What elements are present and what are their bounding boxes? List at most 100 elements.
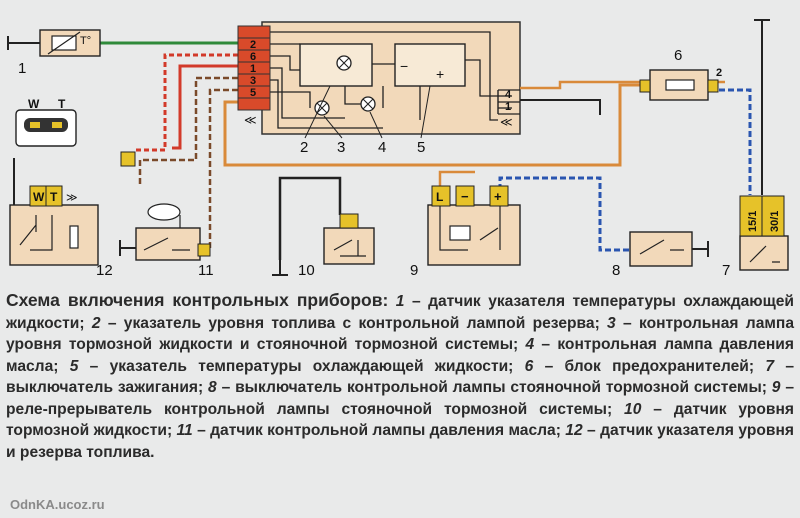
number-2: 2: [300, 139, 308, 156]
number-11: 11: [198, 262, 214, 279]
parking-brake-switch-8: [629, 231, 709, 267]
oil-lamp-4: [360, 96, 376, 112]
number-10: 10: [298, 262, 315, 279]
cluster-connector-left: 2 6 1 3 5: [237, 25, 271, 111]
component-numbers: 1 2 3 4 5 6 7 8 9 10 11 12: [18, 47, 730, 279]
number-6: 6: [674, 47, 682, 64]
caption-num: 3: [607, 314, 616, 332]
fuel-sensor-pin-t: T: [50, 190, 58, 204]
caption-text: – выключатель контрольной лампы стояночн…: [216, 379, 772, 396]
wire-blue-2: [498, 176, 630, 252]
number-3: 3: [337, 139, 345, 156]
gauge-2-frame: [299, 43, 373, 87]
oil-pressure-sensor-11: [119, 203, 211, 261]
caption-num: 9: [771, 379, 781, 396]
wire-blue-1: [710, 88, 752, 195]
wire-black-1: [520, 99, 601, 115]
relay-pin-l: L: [436, 190, 443, 204]
caption-num: 12: [565, 422, 583, 439]
number-12: 12: [96, 262, 113, 279]
fuel-gauge-lamp: [336, 55, 352, 71]
ignition-pin-15-1: 15/1: [747, 211, 759, 232]
number-8: 8: [612, 262, 620, 279]
caption-num: 8: [208, 379, 217, 396]
relay-pin-minus: −: [461, 189, 469, 204]
wire-brown-1: [138, 76, 238, 185]
caption-item-7: 7 – выключатель зажигания;: [6, 358, 794, 397]
caption-item-4: 4 – контрольная лампа давления масла;: [6, 336, 794, 375]
caption-item-3: 3 – контрольная лампа уровня тормозной ж…: [6, 315, 794, 354]
relay-interrupter-9: L − +: [427, 185, 521, 266]
caption-text: – датчик указателя уровня и резерва топл…: [6, 422, 794, 461]
caption-num: 6: [524, 357, 534, 375]
number-1: 1: [18, 60, 26, 77]
number-5: 5: [417, 139, 425, 156]
wire-red-1: [135, 53, 238, 152]
caption-text: – датчик контрольной лампы давления масл…: [192, 422, 566, 439]
caption-item-11: 11 – датчик контрольной лампы давления м…: [177, 422, 566, 439]
caption-num: 1: [395, 293, 405, 310]
caption-num: 7: [765, 357, 775, 375]
wire-orange-3: [438, 170, 475, 190]
caption-item-10: 10 – датчик уровня тормозной жидкости;: [6, 401, 794, 440]
caption-text: – указатель уровня топлива с контрольной…: [100, 314, 608, 332]
pin-label: 6: [250, 51, 256, 63]
coolant-temp-sensor-1: T°: [7, 29, 101, 57]
caption-item-1: 1 – датчик указателя температуры охлажда…: [6, 293, 794, 332]
watermark: OdnKA.ucoz.ru: [10, 497, 105, 512]
caption-text: – выключатель зажигания;: [6, 357, 794, 397]
caption-item-5: 5 – указатель температуры охлаждающей жи…: [70, 358, 525, 375]
wire-brown-2: [200, 88, 238, 252]
figure-caption: Схема включения контрольных приборов: 1 …: [6, 290, 794, 463]
relay-pin-plus: +: [494, 189, 502, 204]
caption-title: Схема включения контрольных приборов:: [6, 290, 389, 310]
wiring-diagram: − + 2 6 1 3 5 ≪ 4 1 ≪ T° W T: [7, 19, 789, 279]
connector-pin-w: W: [28, 97, 40, 111]
caption-text: – контрольная лампа давления масла;: [6, 336, 794, 375]
connector-pin-t: T: [58, 97, 66, 111]
caption-item-12: 12 – датчик указателя уровня и резерва т…: [6, 422, 794, 461]
caption-text: – указатель температуры охлаждающей жидк…: [78, 357, 525, 375]
pin-label: 1: [250, 63, 256, 75]
connector-arrow-right: ≪: [500, 115, 513, 129]
caption-item-9: 9 – реле-прерыватель контрольной лампы с…: [6, 379, 794, 418]
brake-lamp-3: [314, 100, 330, 116]
wire-black-2: [278, 176, 342, 260]
fuel-sensor-pin-w: W: [33, 190, 45, 204]
leader-lines: [304, 85, 431, 139]
gauge-5-minus: −: [400, 58, 408, 74]
pin-label: 4: [505, 89, 512, 101]
caption-num: 11: [176, 422, 193, 439]
wire-orange-main: [223, 83, 650, 167]
caption-item-8: 8 – выключатель контрольной лампы стояно…: [208, 379, 772, 396]
caption-num: 4: [525, 336, 535, 353]
fuel-sensor-arrow: ≫: [66, 192, 78, 204]
caption-text: – датчик уровня тормозной жидкости;: [6, 400, 795, 440]
ignition-pin-30-1: 30/1: [769, 211, 781, 232]
gauge-5-frame: [394, 43, 466, 87]
caption-num: 5: [69, 357, 79, 375]
caption-text: – блок предохранителей;: [533, 357, 766, 375]
sensor-temp-label: T°: [80, 35, 91, 47]
caption-text: – реле-прерыватель контрольной лампы сто…: [6, 379, 794, 418]
caption-item-6: 6 – блок предохранителей;: [525, 358, 766, 375]
caption-num: 10: [624, 400, 642, 418]
caption-text: – контрольная лампа уровня тормозной жид…: [6, 314, 794, 354]
number-7: 7: [722, 262, 730, 279]
pin-label: 3: [250, 75, 256, 87]
gauge-5-plus: +: [436, 66, 444, 82]
connector-arrow-left: ≪: [244, 113, 257, 127]
pin-label: 1: [505, 101, 511, 113]
sensor-connector-wt: W T: [15, 97, 77, 147]
wire-orange-2: [520, 80, 650, 90]
caption-text: – датчик указателя температуры охлаждающ…: [6, 293, 794, 332]
fuel-level-sensor-12: W T ≫: [9, 151, 136, 266]
wire-red-2: [172, 64, 238, 150]
number-4: 4: [378, 139, 386, 156]
pin-label: 2: [250, 39, 256, 51]
caption-item-2: 2 – указатель уровня топлива с контрольн…: [92, 315, 607, 332]
caption-num: 2: [91, 314, 101, 332]
ignition-switch-7: 15/1 30/1: [739, 19, 789, 271]
fuse-block-6: 2: [639, 67, 722, 101]
cluster-connector-right: 4 1 ≪: [500, 89, 513, 129]
